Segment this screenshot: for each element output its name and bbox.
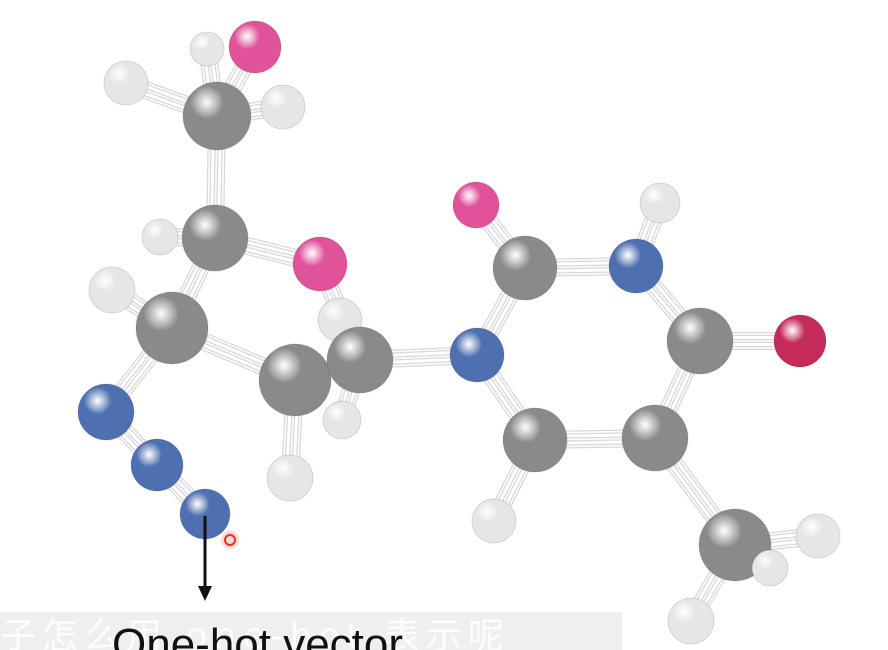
hydrogen-atom-h10	[472, 499, 516, 543]
one-hot-arrow	[198, 516, 212, 601]
atom-outline-c6	[492, 235, 558, 301]
hydrogen-atom-h2	[190, 32, 224, 66]
nitrogen-atom-n3	[180, 489, 230, 539]
atom-outline-c7	[666, 307, 734, 375]
hydrogen-atom-h4	[142, 219, 178, 255]
carbon-atom-c4	[259, 344, 331, 416]
atom-outline-c8	[502, 407, 568, 473]
atom-outline-c10	[698, 508, 772, 582]
atom-outline-c9	[621, 404, 689, 472]
hydrogen-atom-h13	[668, 598, 714, 644]
hydrogen-atom-h8	[323, 401, 361, 439]
atom-outline-h4	[141, 218, 179, 256]
nitrogen-atom-n1	[78, 384, 134, 440]
caption-text: One-hot vector	[112, 620, 404, 650]
atom-outline-o2	[292, 236, 348, 292]
hydrogen-atom-h6	[89, 267, 135, 313]
atom-outline-h8	[322, 400, 362, 440]
hydrogen-atom-h11	[796, 514, 840, 558]
arrow-head	[198, 586, 212, 601]
atom-outline-h6	[88, 266, 136, 314]
atom-outline-c2	[181, 204, 249, 272]
atom-outline-n4	[449, 327, 505, 383]
hydrogen-atom-h7	[267, 455, 313, 501]
hydrogen-atom-h12	[752, 550, 788, 586]
carbon-atom-c2	[182, 205, 248, 271]
atom-outline-h12	[751, 549, 789, 587]
atom-outline-o3	[452, 181, 500, 229]
atom-outline-o1	[228, 20, 282, 74]
atom-outline-c5	[326, 326, 394, 394]
atom-outline-h9	[639, 182, 681, 224]
nitrogen-atom-n4	[450, 328, 504, 382]
carbon-atom-c9	[622, 405, 688, 471]
atom-outline-n2	[130, 438, 184, 492]
atom-outline-h7	[266, 454, 314, 502]
carbon-atom-c3	[136, 292, 208, 364]
atom-outline-h13	[667, 597, 715, 645]
carbon-atom-c8	[503, 408, 567, 472]
atom-outline-c1	[182, 81, 252, 151]
oxygen-atom-o2	[293, 237, 347, 291]
subtitle-text: 子怎么用 one-hot 表示呢	[0, 616, 510, 650]
atom-outline-h3	[260, 84, 306, 130]
hydrogen-atom-h1	[104, 61, 148, 105]
oxygen-atom-o3	[453, 182, 499, 228]
carbon-atom-c6	[493, 236, 557, 300]
atom-outline-h1	[103, 60, 149, 106]
nitrogen-atom-n2	[131, 439, 183, 491]
cursor-indicator	[221, 531, 239, 549]
subtitle-bar	[0, 612, 622, 650]
carbon-atom-c5	[327, 327, 393, 393]
atom-outline-h10	[471, 498, 517, 544]
atom-outline-n5	[608, 238, 664, 294]
atoms-layer	[77, 20, 841, 645]
hydrogen-atom-h3	[261, 85, 305, 129]
atom-outline-n1	[77, 383, 135, 441]
atom-outline-c3	[135, 291, 209, 365]
atom-outline-c4	[258, 343, 332, 417]
carbon-atom-c7	[667, 308, 733, 374]
nitrogen-atom-n5	[609, 239, 663, 293]
atom-outline-h2	[189, 31, 225, 67]
oxygen-atom-o1	[229, 21, 281, 73]
hydrogen-atom-h9	[640, 183, 680, 223]
oxygen_dark-atom-o4	[774, 315, 826, 367]
atom-outline-o4	[773, 314, 827, 368]
carbon-atom-c1	[183, 82, 251, 150]
atom-outline-h11	[795, 513, 841, 559]
